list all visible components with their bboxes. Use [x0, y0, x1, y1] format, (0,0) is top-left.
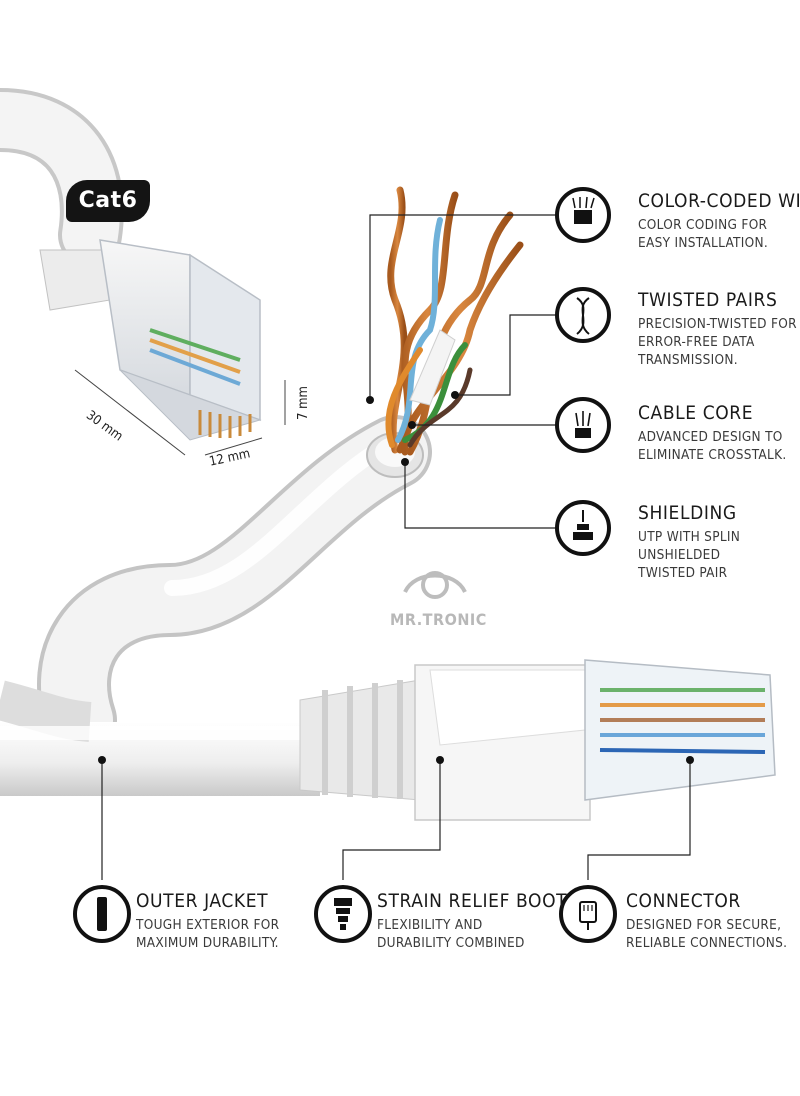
feature-title: COLOR-CODED WIRES: [638, 190, 800, 212]
cat6-badge: Cat6: [66, 180, 150, 222]
feature-connector: CONNECTOR DESIGNED FOR SECURE, RELIABLE …: [626, 890, 798, 952]
feature-desc-line: TRANSMISSION.: [638, 352, 738, 368]
callout-lines: [101, 214, 691, 880]
connector-icon: [559, 885, 617, 943]
shielding-icon: [555, 500, 611, 556]
feature-desc-line: TOUGH EXTERIOR FOR: [136, 917, 280, 933]
feature-title: CABLE CORE: [638, 402, 754, 424]
bottom-rj45-plug: [299, 659, 776, 821]
brand-name: MR.TRONIC: [390, 610, 487, 629]
outer-jacket-icon: [73, 885, 131, 943]
twisted-wires: [385, 186, 524, 456]
dimension-height: 7 mm: [296, 386, 311, 420]
feature-desc-line: UNSHIELDED: [638, 547, 721, 563]
feature-desc-line: FLEXIBILITY AND: [377, 917, 483, 933]
feature-title: CONNECTOR: [626, 890, 741, 912]
feature-title: STRAIN RELIEF BOOT: [377, 890, 568, 912]
feature-desc-line: RELIABLE CONNECTIONS.: [626, 935, 788, 951]
feature-desc-line: PRECISION-TWISTED FOR: [638, 316, 797, 332]
brand-logo-mark: [403, 571, 467, 599]
feature-title: OUTER JACKET: [136, 890, 269, 912]
feature-title: SHIELDING: [638, 502, 737, 524]
feature-desc-line: TWISTED PAIR: [638, 565, 728, 581]
feature-strain-relief-boot: STRAIN RELIEF BOOT FLEXIBILITY AND DURAB…: [377, 890, 607, 952]
feature-desc-line: COLOR CODING FOR: [638, 217, 768, 233]
feature-color-coded-wires: COLOR-CODED WIRES COLOR CODING FOR EASY …: [638, 190, 800, 252]
feature-desc-line: ADVANCED DESIGN TO: [638, 429, 783, 445]
feature-desc-line: EASY INSTALLATION.: [638, 235, 768, 251]
cable-core-icon: [555, 397, 611, 453]
strain-relief-boot-icon: [314, 885, 372, 943]
feature-title: TWISTED PAIRS: [638, 289, 778, 311]
callout-dots: [98, 391, 694, 764]
feature-desc-line: ERROR-FREE DATA: [638, 334, 755, 350]
feature-desc-line: DESIGNED FOR SECURE,: [626, 917, 782, 933]
bottom-cable: [0, 680, 320, 796]
feature-desc-line: UTP WITH SPLIN: [638, 529, 741, 545]
feature-shielding: SHIELDING UTP WITH SPLIN UNSHIELDED TWIS…: [638, 502, 800, 582]
feature-desc-line: ELIMINATE CROSSTALK.: [638, 447, 787, 463]
top-rj45-plug: [39, 239, 286, 456]
feature-cable-core: CABLE CORE ADVANCED DESIGN TO ELIMINATE …: [638, 402, 800, 464]
feature-desc-line: MAXIMUM DURABILITY.: [136, 935, 279, 951]
feature-twisted-pairs: TWISTED PAIRS PRECISION-TWISTED FOR ERRO…: [638, 289, 800, 369]
wires-bundle-icon: [555, 187, 611, 243]
feature-desc-line: DURABILITY COMBINED: [377, 935, 525, 951]
twisted-pair-icon: [555, 287, 611, 343]
feature-outer-jacket: OUTER JACKET TOUGH EXTERIOR FOR MAXIMUM …: [136, 890, 366, 952]
